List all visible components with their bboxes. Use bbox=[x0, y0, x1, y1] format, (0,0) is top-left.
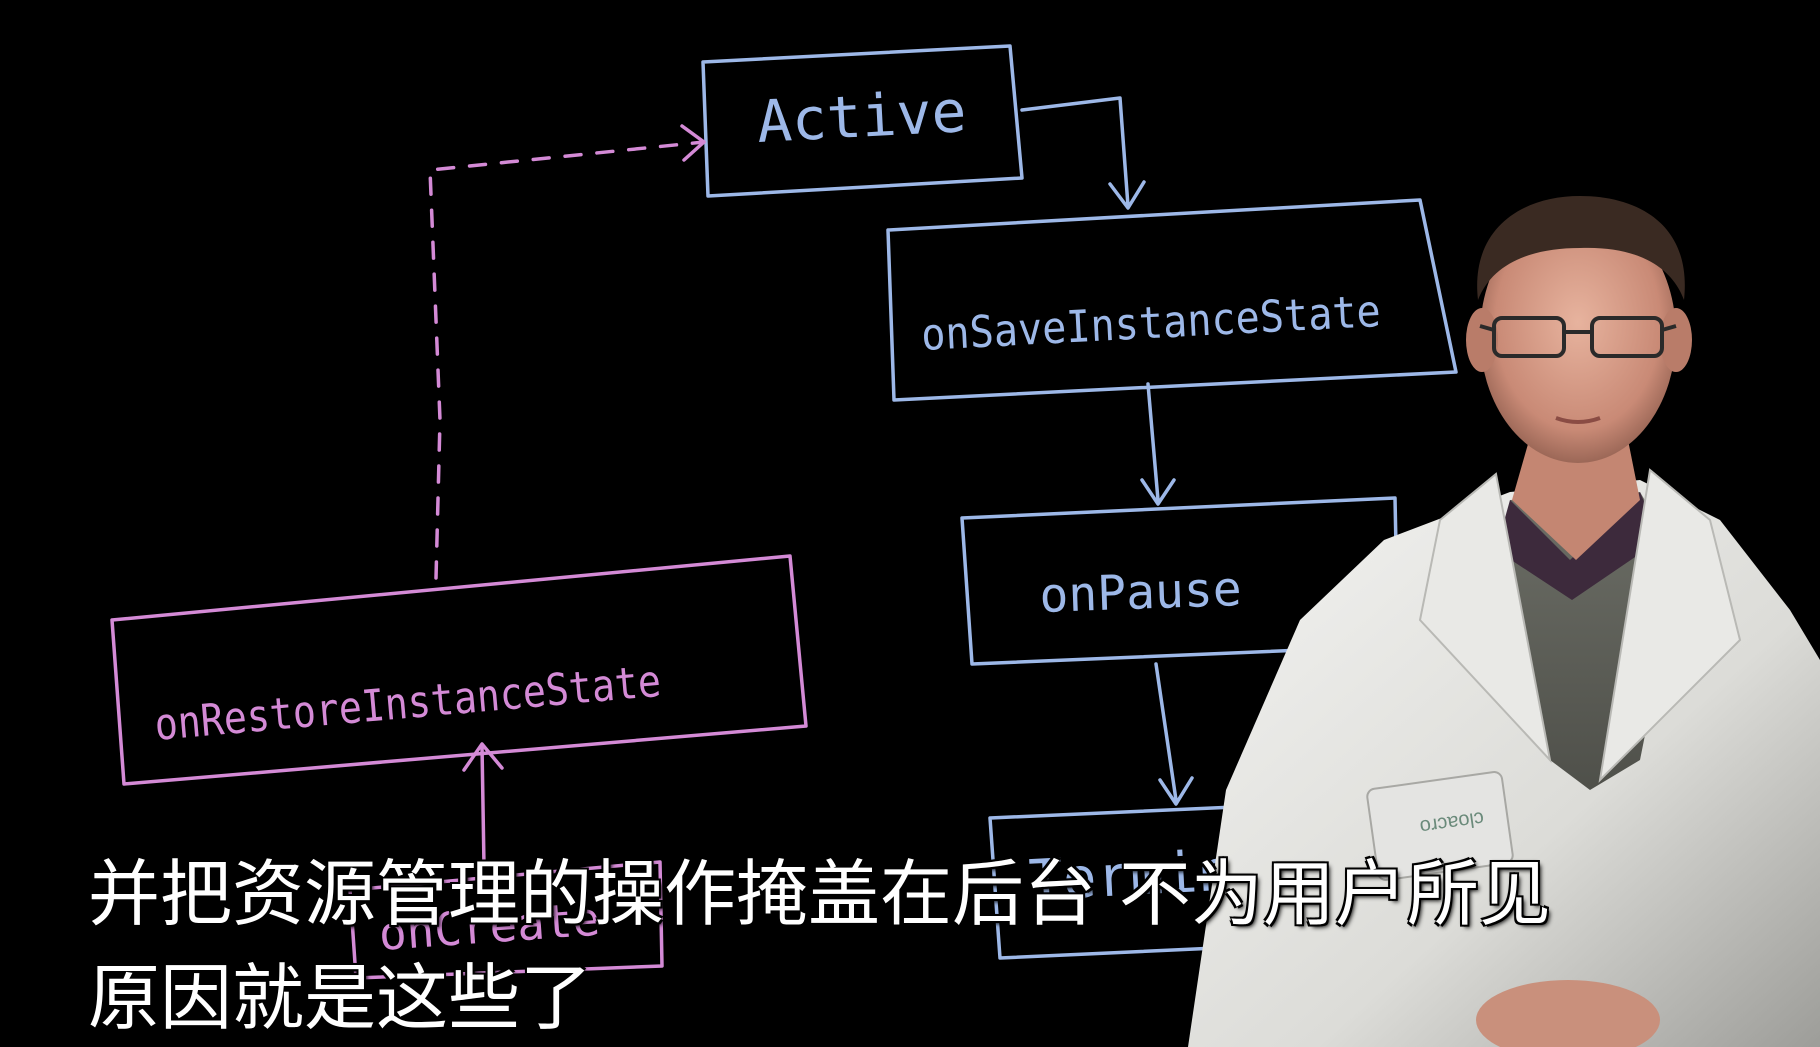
active-box bbox=[701, 44, 1024, 198]
coat-lapel-left bbox=[1418, 472, 1552, 764]
ear-right bbox=[1660, 308, 1692, 372]
label-on-save-instance-state: onSaveInstanceState bbox=[920, 286, 1382, 361]
arrow-pause-to-terminate bbox=[1154, 662, 1178, 802]
on-restore-instance-state-box bbox=[110, 554, 808, 786]
mouth bbox=[1555, 416, 1601, 424]
hair bbox=[1477, 196, 1685, 300]
dashed-arrow-restore-to-active bbox=[428, 140, 706, 580]
arrowhead-active bbox=[680, 124, 706, 162]
arrowhead-restore bbox=[462, 742, 504, 772]
arrow-save-to-pause bbox=[1146, 382, 1160, 502]
head bbox=[1480, 207, 1676, 463]
arrowhead-pause bbox=[1140, 478, 1176, 506]
subtitle-line-1: 并把资源管理的操作掩盖在后台 不为用户所见 bbox=[88, 852, 1551, 936]
glasses bbox=[1479, 316, 1677, 358]
label-on-pause: onPause bbox=[1038, 561, 1242, 624]
arrow-active-to-save bbox=[1020, 96, 1130, 208]
subtitle-line-2: 原因就是这些了 bbox=[88, 956, 593, 1040]
arrowhead-terminate bbox=[1158, 776, 1194, 806]
label-on-restore-instance-state: onRestoreInstanceState bbox=[153, 656, 664, 751]
presenter: cloacro bbox=[1188, 196, 1820, 1047]
coat-lapel-right bbox=[1598, 468, 1742, 783]
on-create-box bbox=[348, 860, 664, 980]
on-save-instance-state-box bbox=[886, 198, 1458, 402]
name-badge: cloacro bbox=[1366, 771, 1514, 881]
ear-left bbox=[1466, 308, 1498, 372]
label-active: Active bbox=[755, 77, 968, 156]
neck bbox=[1512, 430, 1640, 560]
hands bbox=[1476, 980, 1660, 1047]
arrow-create-to-restore bbox=[480, 744, 486, 868]
arrowhead-save bbox=[1108, 180, 1146, 210]
